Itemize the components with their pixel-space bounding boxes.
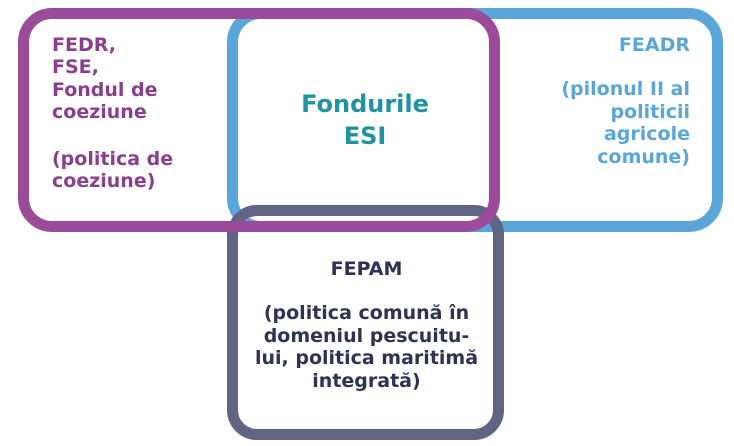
feadr-policy-line: politicii [610,100,690,123]
esi-funds-label: Fondurile ESI [240,88,490,153]
feadr-policy-line: comune) [597,145,690,168]
fepam-label: FEPAM (politica comună în domeniul pescu… [244,258,489,392]
fepam-policy-line: domeniul pescuitu- [263,324,470,347]
fepam-box [227,205,504,440]
fepam-title: FEPAM [330,258,403,280]
feadr-policy-line: agricole [603,123,690,146]
cohesion-funds-box [18,8,500,232]
esi-funds-line: ESI [343,122,387,151]
fepam-policy-line: (politica comună în [263,302,470,325]
feadr-policy-line: (pilonul II al [561,78,690,101]
cohesion-policy-line: coeziune) [52,170,156,193]
cohesion-policy-line: (politica de [52,147,174,170]
esi-funds-line: Fondurile [301,90,429,118]
cohesion-funds-title-line: FSE, [52,56,99,79]
feadr-title: FEADR [618,34,690,56]
feadr-label: FEADR (pilonul II al politicii agricole … [520,34,690,168]
cohesion-funds-title-line: Fondul de [52,78,158,101]
fepam-policy-line: integrată) [312,369,421,392]
cohesion-funds-title-line: coeziune [52,101,147,124]
cohesion-funds-label: FEDR, FSE, Fondul de coeziune (politica … [52,34,227,192]
fepam-policy-line: lui, politica maritimă [254,347,479,370]
cohesion-funds-title-line: FEDR, [52,34,116,56]
